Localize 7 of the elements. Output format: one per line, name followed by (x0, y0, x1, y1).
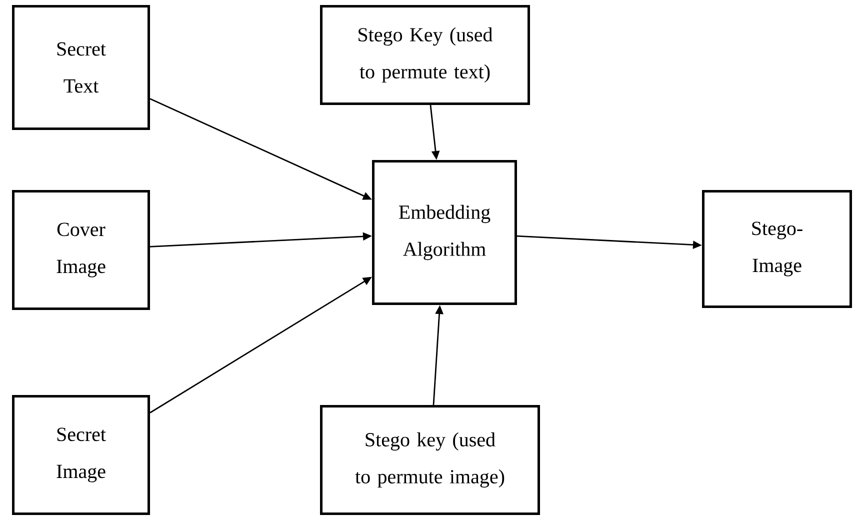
process-box: Stego key (used to permute image) (320, 405, 540, 515)
process-box: Cover Image (12, 190, 150, 310)
process-box: Stego-Image (702, 190, 852, 308)
process-box: Stego Key (used to permute text) (320, 5, 530, 105)
process-box: Secret Image (12, 395, 150, 515)
process-box: Secret Text (12, 5, 150, 130)
process-box: Embedding Algorithm (372, 160, 517, 305)
